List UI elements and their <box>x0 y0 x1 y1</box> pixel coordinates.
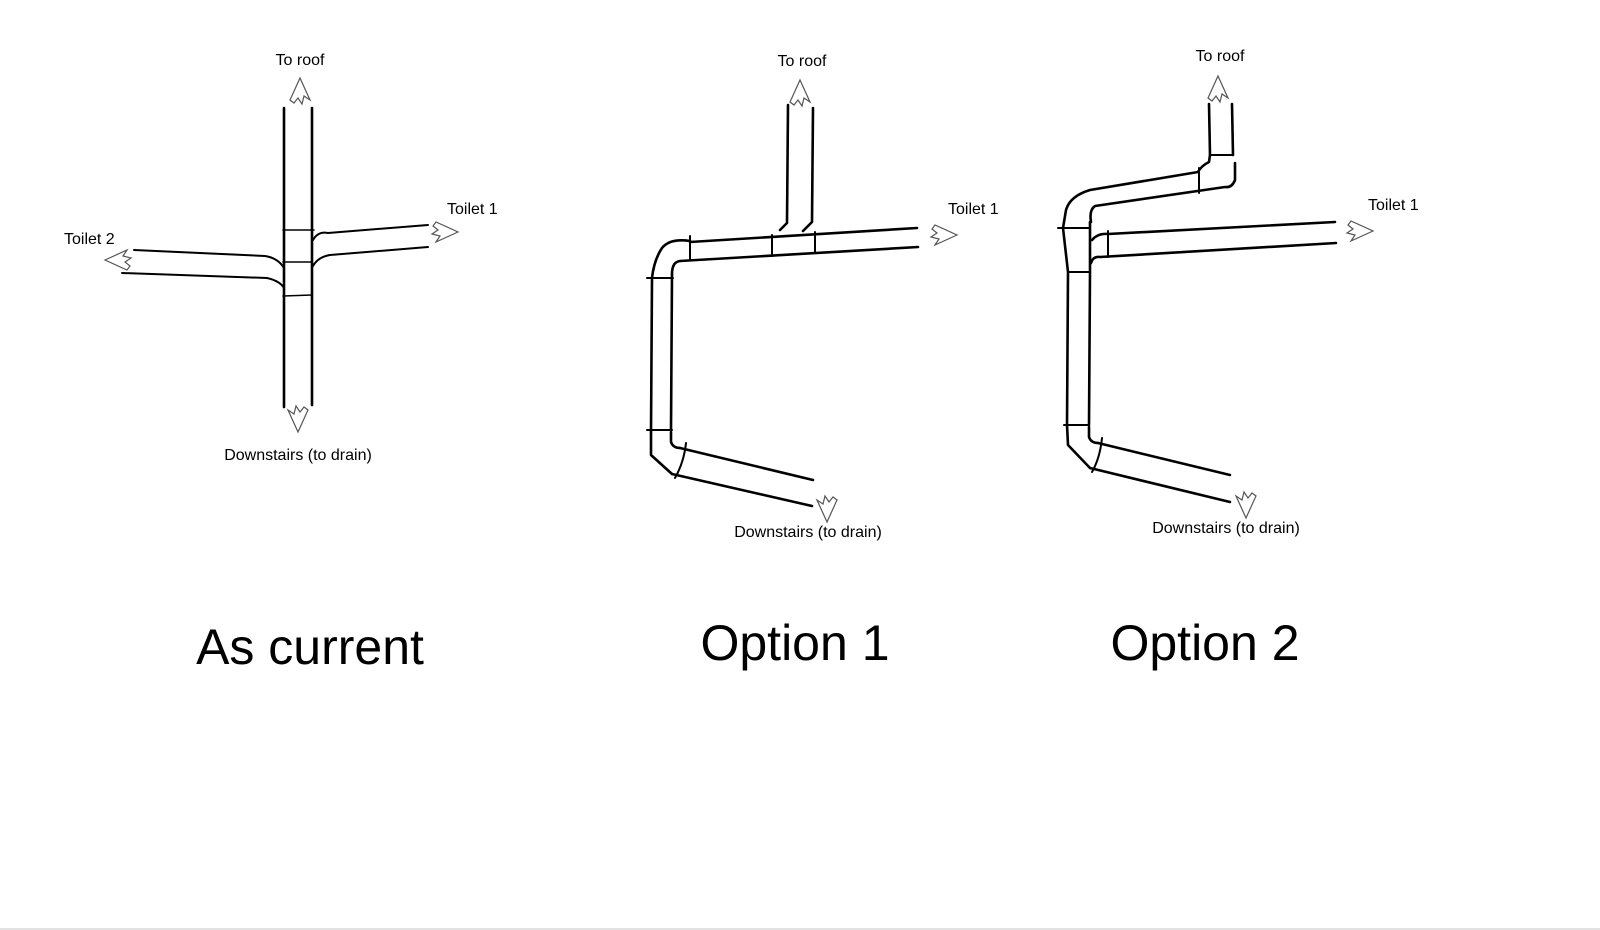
vertical-pipe <box>1061 220 1092 427</box>
label-to-roof: To roof <box>1196 48 1245 65</box>
toilet1-pipe <box>1089 220 1338 265</box>
offset-pipe <box>1061 153 1237 230</box>
caption-option-1: Option 1 <box>700 615 889 671</box>
label-toilet-1: Toilet 1 <box>1368 197 1419 214</box>
drain-pipe <box>670 446 815 508</box>
arrow-down-icon <box>287 405 309 433</box>
label-downstairs: Downstairs (to drain) <box>1152 520 1300 537</box>
diagram-option-1: To roof Toilet 1 Downstairs (to drain) O… <box>646 53 999 671</box>
arrow-right-icon <box>431 221 459 243</box>
caption-as-current: As current <box>196 619 424 675</box>
diagram-option-2: To roof Toilet 1 Downstairs (to drain) O… <box>1057 48 1419 671</box>
arrow-up-icon <box>289 77 311 105</box>
lower-elbow <box>1065 423 1100 470</box>
arrow-left-icon <box>104 249 132 271</box>
label-toilet-1: Toilet 1 <box>447 201 498 218</box>
label-downstairs: Downstairs (to drain) <box>734 524 882 541</box>
vent-pipe <box>1207 102 1235 157</box>
label-to-roof: To roof <box>276 52 325 69</box>
lower-elbow <box>649 430 682 476</box>
toilet2-branch <box>121 249 285 289</box>
bottom-border <box>0 928 1600 930</box>
arrow-right-icon <box>930 224 958 246</box>
stack-pipe <box>282 106 314 409</box>
upper-elbow <box>650 239 692 280</box>
arrow-right-icon <box>1346 220 1374 242</box>
collars <box>1057 154 1234 473</box>
label-downstairs: Downstairs (to drain) <box>224 447 372 464</box>
collars <box>646 231 816 479</box>
caption-option-2: Option 2 <box>1110 615 1299 671</box>
horizontal-pipe <box>678 226 920 263</box>
drain-pipe <box>1088 441 1232 504</box>
arrow-up-icon <box>1207 75 1229 103</box>
arrow-down-icon <box>1235 491 1257 519</box>
vent-pipe <box>778 103 815 233</box>
label-to-roof: To roof <box>778 53 827 70</box>
label-toilet-2: Toilet 2 <box>64 231 115 248</box>
diagram-as-current: To roof Toilet 1 Toilet 2 Downstairs (to… <box>64 52 498 675</box>
toilet1-branch <box>312 224 429 267</box>
label-toilet-1: Toilet 1 <box>948 201 999 218</box>
arrow-down-icon <box>816 495 838 523</box>
vertical-pipe <box>649 272 674 434</box>
collars <box>282 229 315 297</box>
arrow-up-icon <box>789 79 811 107</box>
